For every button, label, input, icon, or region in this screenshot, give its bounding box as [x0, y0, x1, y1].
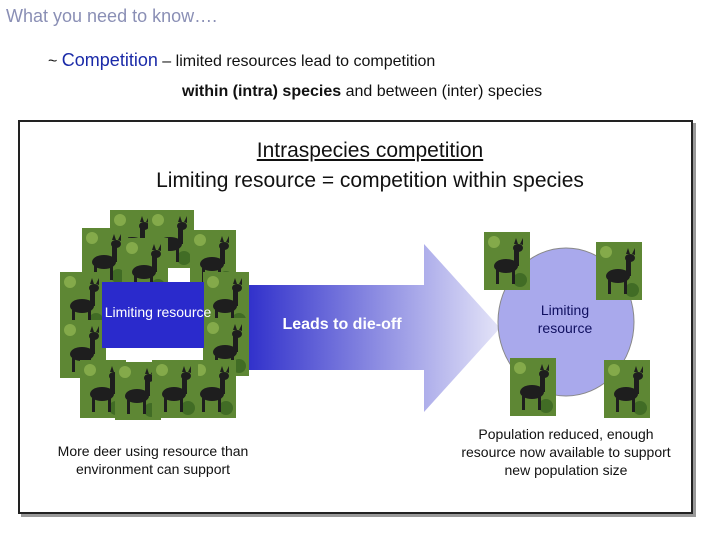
left-resource-label: Limiting resource: [104, 304, 212, 320]
left-resource-area: [102, 282, 204, 348]
panel-subtitle: Limiting resource = competition within s…: [156, 169, 584, 192]
right-resource-label: Limiting resource: [537, 302, 593, 337]
arrow-label: Leads to die-off: [282, 316, 402, 333]
competition-term: Competition: [61, 50, 158, 70]
page-heading: What you need to know….: [6, 6, 218, 26]
deer-photo: [510, 358, 556, 416]
die-off-arrow: [232, 244, 500, 412]
deer-cluster-left: [60, 210, 249, 420]
deer-photo: [484, 232, 530, 290]
inter-species-text: and between (inter) species: [341, 83, 543, 100]
competition-description: – limited resources lead to competition: [157, 53, 436, 70]
competition-definition: ~ Competition – limited resources lead t…: [48, 50, 435, 71]
right-caption: Population reduced, enough resource now …: [461, 426, 671, 479]
deer-photo: [596, 242, 642, 300]
panel-title: Intraspecies competition: [256, 139, 484, 162]
bullet-prefix: ~: [48, 53, 62, 70]
deer-photo: [604, 360, 650, 418]
intra-species-text: within (intra) species: [182, 83, 342, 100]
competition-scope: within (intra) species and between (inte…: [182, 83, 542, 101]
left-caption: More deer using resource than environmen…: [57, 443, 249, 478]
deer-photo: [152, 360, 198, 418]
